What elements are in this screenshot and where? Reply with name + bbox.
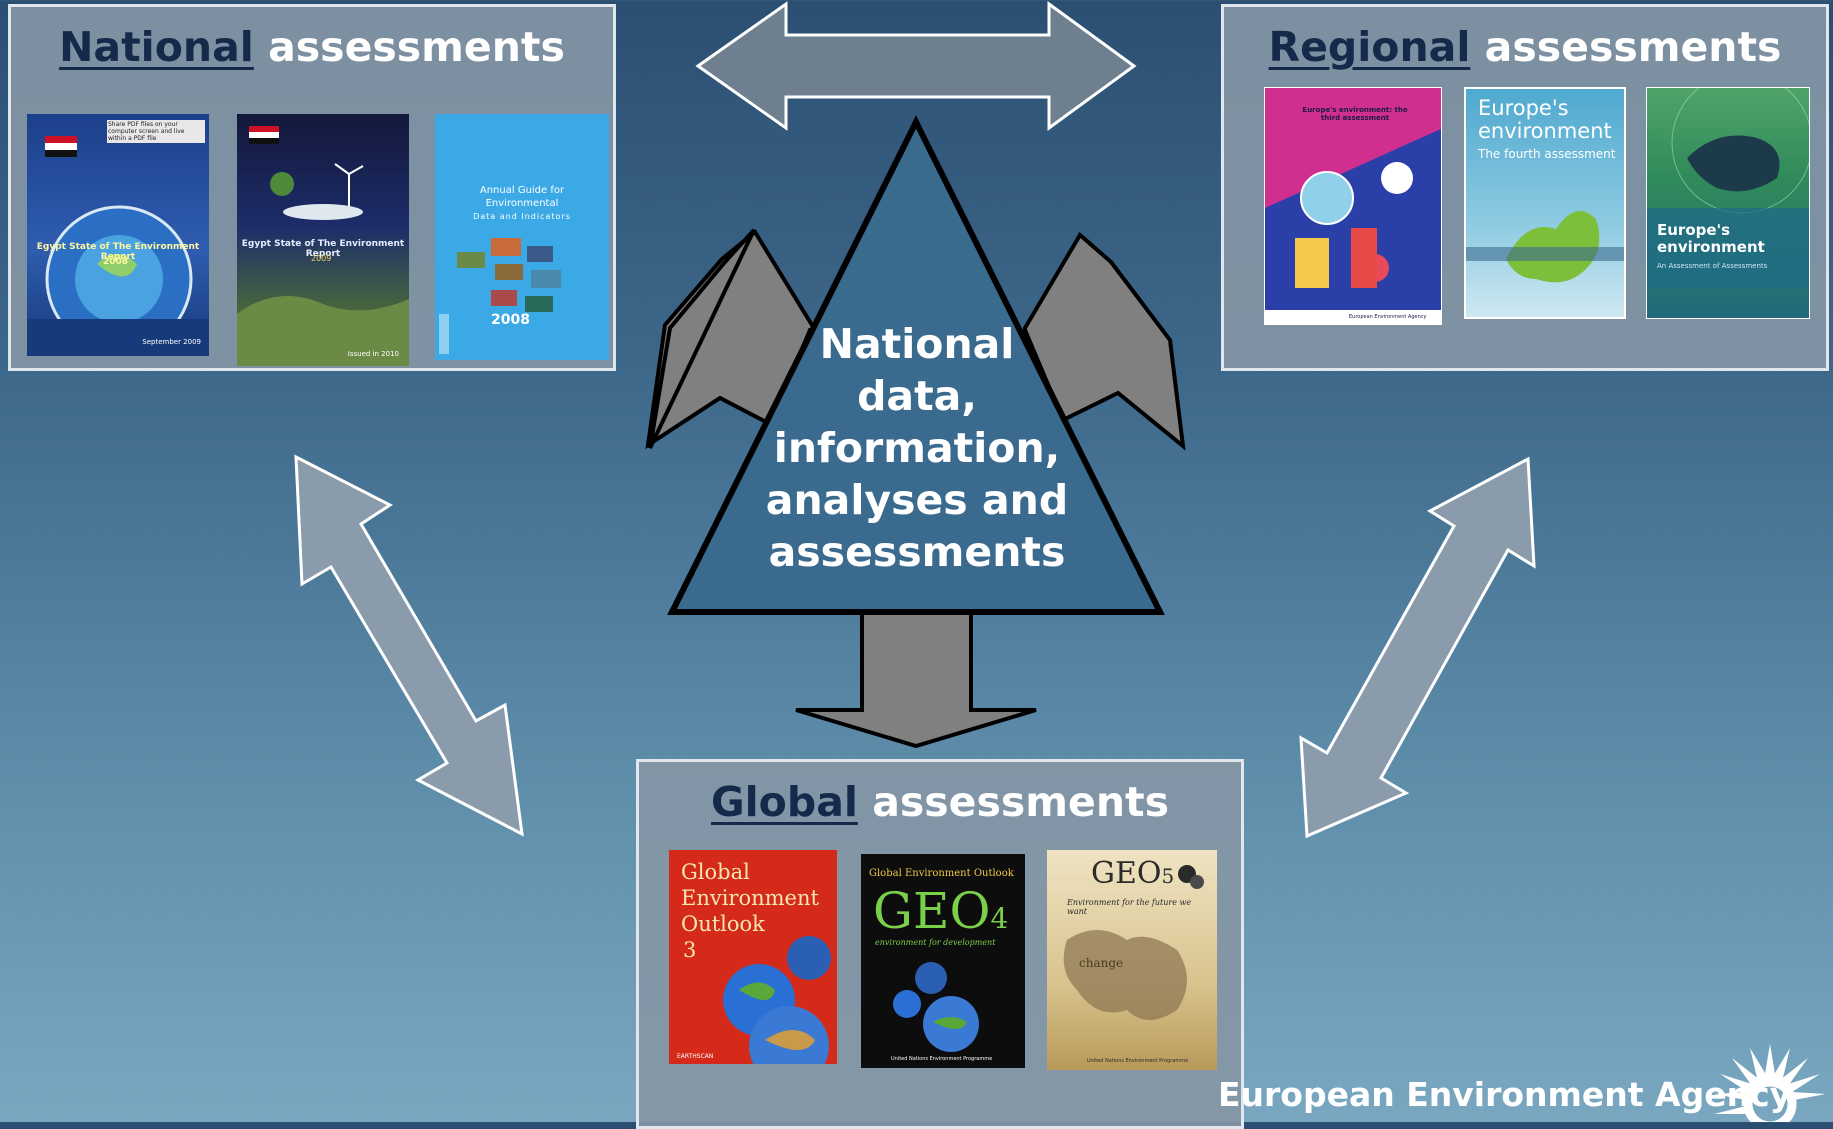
agency-name: European Environment Agency [1218,1075,1792,1114]
wind-turbine-icon [237,126,409,366]
cover-title: Egypt State of The Environment Report [36,242,200,262]
cover-footer: United Nations Environment Programme [891,1056,993,1062]
national-cover-1[interactable]: Share PDF files on your computer screen … [27,114,209,356]
center-line: National [819,320,1015,368]
cover-title: Europe's environment: the third assessme… [1302,106,1408,122]
global-title-rest: assessments [872,778,1170,826]
cover-geo-number: 5 [1161,864,1175,888]
europe-map-icon [1466,211,1624,283]
cover-title: Annual Guide for Environmental [479,185,565,209]
cover-header: Global Environment Outlook [869,868,1014,879]
top-double-arrow [695,1,1137,131]
national-cover-3[interactable]: Annual Guide for Environmental Data and … [435,114,609,360]
photo-collage-icon [439,238,561,354]
cover-title: Europe's environment [1657,221,1765,256]
cover-word: change [1079,956,1124,970]
cover-geo-text: GEO [873,882,991,940]
cover-title-line: Global [681,860,750,884]
cover-subtitle: An Assessment of Assessments [1657,262,1768,270]
global-panel: Global assessments Global Environment Ou… [636,759,1244,1129]
globes-and-map-icon [1063,865,1204,1020]
center-triangle [667,115,1165,615]
globe-map-icon [1647,88,1809,288]
cover-title-line: Outlook [681,912,765,936]
left-block-arrow-head [648,228,756,449]
cover-title: GEO5 [1091,856,1174,891]
center-text: National data, information, analyses and… [760,318,1074,578]
national-title: National assessments [11,23,613,71]
regional-cover-1[interactable]: Europe's environment: the third assessme… [1264,87,1442,325]
left-diagonal-arrow [294,454,524,837]
earth-globe-icon [893,962,979,1052]
cover-geo-number: 4 [990,902,1009,935]
right-diagonal-arrow [1299,456,1536,839]
cover-subtitle: Data and Indicators [473,212,571,221]
left-block-arrow [645,228,819,450]
cover-year: 2008 [103,257,129,267]
regional-title: Regional assessments [1224,23,1826,71]
global-keyword: Global [710,778,858,826]
cover-footer: European Environment Agency [1349,314,1427,320]
center-line: assessments [768,528,1066,576]
cover-title: Egypt State of The Environment Report [241,239,405,259]
egypt-flag-icon [27,136,209,356]
national-panel: National assessments Share PDF files on … [8,4,616,371]
cover-title-line: Environment [681,886,819,910]
national-title-rest: assessments [268,23,565,71]
earth-globe-icon [723,936,831,1064]
cover-year: 2009 [311,254,332,263]
regional-keyword: Regional [1268,23,1471,71]
cover-title-line: 3 [683,938,697,962]
national-cover-2[interactable]: Egypt State of The Environment Report 20… [237,114,409,366]
global-cover-2[interactable]: Global Environment Outlook GEO4 environm… [861,854,1025,1068]
cover-year: 2008 [491,312,530,328]
national-keyword: National [59,23,254,71]
cover-subtitle: The fourth assessment [1478,147,1616,161]
regional-cover-2[interactable]: Europe's environment The fourth assessme… [1464,87,1626,319]
global-title: Global assessments [639,778,1241,826]
down-block-arrow [795,598,1037,749]
global-cover-3[interactable]: GEO5 Environment for the future we want … [1047,850,1217,1070]
cover-footer: United Nations Environment Programme [1087,1058,1189,1064]
cover-geo-text: GEO [1091,856,1162,891]
regional-cover-3[interactable]: Europe's environment An Assessment of As… [1646,87,1810,319]
regional-title-rest: assessments [1484,23,1782,71]
cover-footer: EARTHSCAN [677,1053,714,1060]
eea-sun-logo-icon [1714,1044,1824,1122]
cover-title: GEO4 [873,882,1008,940]
children-globe-icon [1265,128,1441,324]
center-line: information, [773,424,1061,472]
center-line: data, [857,372,977,420]
center-line: analyses and [765,476,1069,524]
regional-panel: Regional assessments Europe's environmen… [1221,4,1829,371]
cover-title: Europe's environment [1478,96,1612,143]
cover-footer: September 2009 [142,338,201,346]
global-cover-1[interactable]: Global Environment Outlook 3 EARTHSCAN [669,850,837,1064]
cover-note: Share PDF files on your computer screen … [107,120,205,143]
cover-tagline: environment for development [875,938,996,947]
cover-footer: Issued in 2010 [347,350,399,358]
cover-tagline: Environment for the future we want [1067,898,1192,916]
